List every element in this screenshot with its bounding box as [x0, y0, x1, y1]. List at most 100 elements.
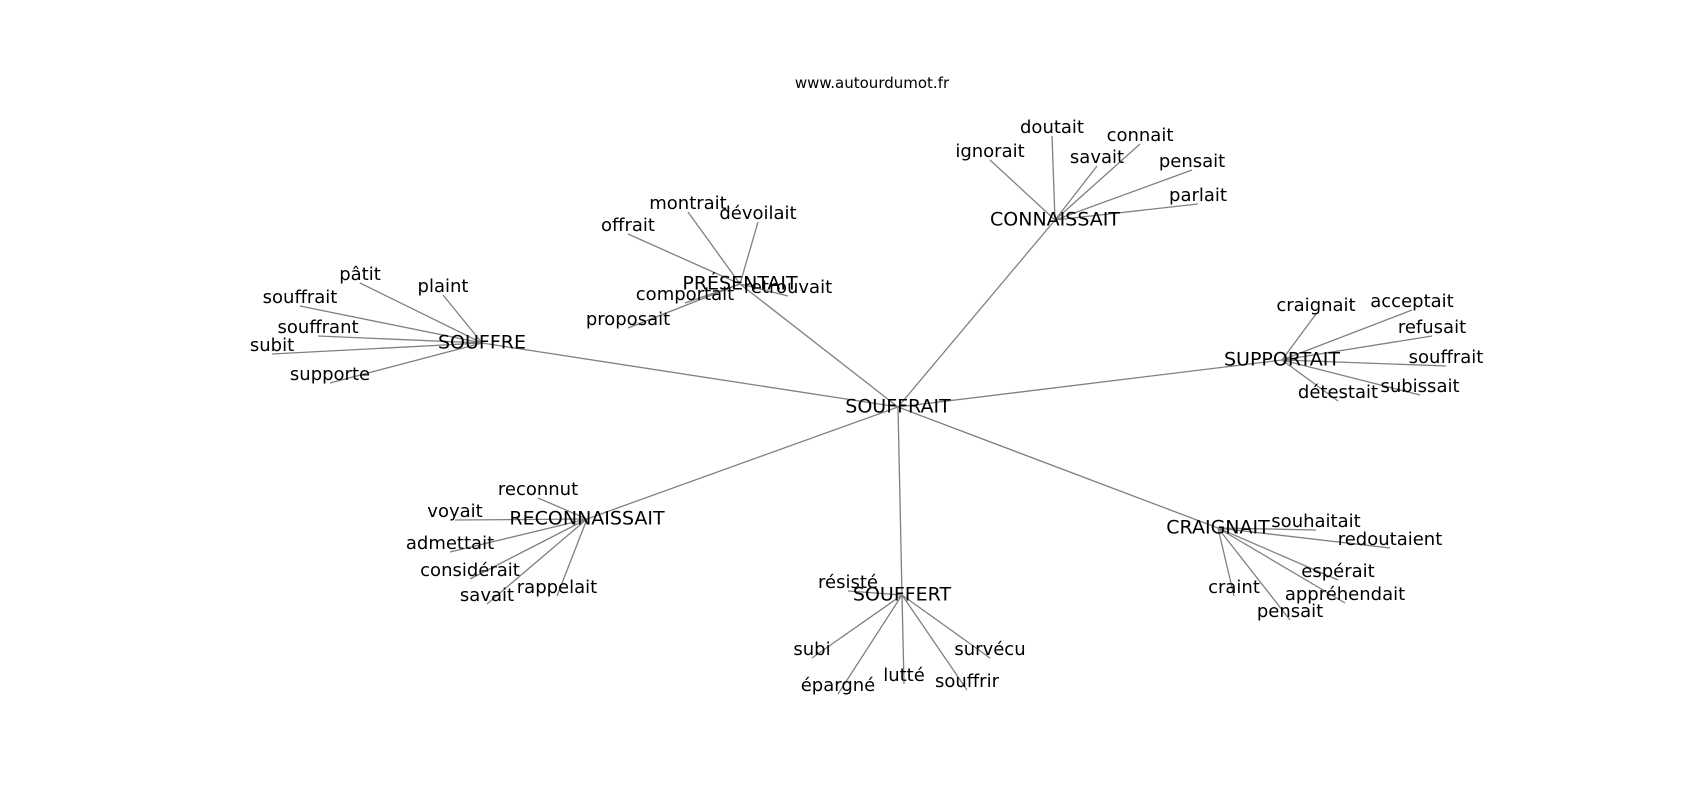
word-node[interactable]: épargné — [801, 675, 876, 696]
word-node[interactable]: acceptait — [1370, 291, 1453, 312]
word-node[interactable]: doutait — [1020, 117, 1084, 138]
hub-node-presentait[interactable]: PRÉSENTAIT — [682, 272, 798, 295]
edge-reconnaissait-2 — [449, 518, 588, 553]
word-node[interactable]: rappelait — [517, 577, 597, 598]
edge-connaissait-3 — [1054, 165, 1098, 221]
word-node[interactable]: savait — [460, 585, 514, 606]
hub-node-souffre[interactable]: SOUFFRE — [438, 332, 526, 354]
word-node[interactable]: souhaitait — [1271, 511, 1360, 532]
edge-presentait-1 — [739, 221, 759, 285]
word-node[interactable]: espérait — [1301, 561, 1374, 582]
edge-souffre-4 — [271, 342, 483, 355]
word-node[interactable]: voyait — [427, 501, 482, 522]
word-node[interactable]: craignait — [1276, 295, 1355, 316]
word-node[interactable]: plaint — [418, 276, 469, 297]
edge-craignait-0 — [1217, 527, 1317, 531]
word-node[interactable]: souffrait — [263, 287, 338, 308]
edge-supportait-3 — [1281, 359, 1447, 367]
hub-node-souffert[interactable]: SOUFFERT — [853, 584, 952, 606]
hub-node-supportait[interactable]: SUPPORTAIT — [1224, 349, 1340, 371]
edge-connaissait-5 — [1054, 203, 1199, 221]
edge-souffert-1 — [811, 594, 903, 659]
edge-center-supportait — [897, 359, 1283, 408]
edge-supportait-5 — [1281, 359, 1339, 402]
hub-node-reconnaissait[interactable]: RECONNAISSAIT — [509, 508, 665, 530]
edge-craignait-3 — [1217, 527, 1235, 597]
word-node[interactable]: résisté — [818, 572, 878, 593]
edge-reconnaissait-3 — [469, 518, 588, 580]
edge-souffre-3 — [317, 335, 483, 344]
edge-supportait-0 — [1281, 313, 1317, 361]
word-node[interactable]: redoutaient — [1338, 529, 1443, 550]
word-node[interactable]: dévoilait — [719, 203, 796, 224]
word-node[interactable]: subissait — [1380, 376, 1459, 397]
word-node[interactable]: supporte — [290, 364, 370, 385]
edge-presentait-5 — [627, 283, 741, 329]
word-node[interactable]: détestait — [1298, 382, 1378, 403]
word-node[interactable]: subi — [793, 639, 830, 660]
word-node[interactable]: pâtit — [339, 264, 381, 285]
edge-souffre-2 — [299, 305, 483, 344]
edge-center-presentait — [739, 283, 899, 408]
edge-craignait-5 — [1217, 527, 1291, 621]
word-node[interactable]: montrait — [649, 193, 727, 214]
word-node[interactable]: connait — [1107, 125, 1174, 146]
word-node[interactable]: pensait — [1159, 151, 1225, 172]
word-node[interactable]: comportait — [636, 284, 734, 305]
word-node[interactable]: subit — [250, 335, 294, 356]
edges-layer — [271, 135, 1447, 695]
edge-connaissait-4 — [1054, 169, 1193, 221]
edge-souffert-4 — [901, 594, 968, 691]
edge-craignait-2 — [1217, 527, 1339, 581]
edge-souffre-1 — [442, 294, 483, 344]
edge-connaissait-0 — [1051, 135, 1056, 221]
edge-supportait-1 — [1281, 309, 1413, 361]
edge-center-craignait — [897, 406, 1219, 529]
word-node[interactable]: lutté — [883, 665, 925, 686]
edge-reconnaissait-1 — [454, 518, 588, 521]
edge-souffert-0 — [847, 590, 903, 596]
word-node[interactable]: craint — [1208, 577, 1260, 598]
edge-souffert-5 — [901, 594, 991, 659]
word-node[interactable]: souffrir — [935, 671, 1000, 692]
edge-craignait-4 — [1217, 527, 1346, 604]
edge-supportait-4 — [1281, 359, 1421, 396]
edge-reconnaissait-4 — [486, 518, 588, 605]
word-node[interactable]: considérait — [420, 560, 520, 581]
word-node[interactable]: proposait — [586, 309, 670, 330]
edge-souffert-3 — [901, 594, 905, 685]
word-node[interactable]: retrouvait — [744, 277, 832, 298]
edge-center-connaissait — [897, 219, 1056, 408]
edge-connaissait-2 — [989, 159, 1056, 221]
edge-craignait-1 — [1217, 527, 1391, 549]
word-node[interactable]: offrait — [601, 215, 655, 236]
word-node[interactable]: pensait — [1257, 601, 1323, 622]
word-node[interactable]: souffrant — [277, 317, 358, 338]
edge-presentait-2 — [627, 233, 741, 285]
edge-center-souffre — [481, 342, 899, 408]
edge-reconnaissait-0 — [537, 497, 588, 520]
word-node[interactable]: reconnut — [498, 479, 578, 500]
word-node[interactable]: refusait — [1398, 317, 1466, 338]
edge-souffre-5 — [329, 342, 483, 384]
edge-presentait-4 — [739, 283, 789, 297]
center-node[interactable]: SOUFFRAIT — [845, 396, 951, 418]
word-node[interactable]: admettait — [406, 533, 494, 554]
edge-center-reconnaissait — [586, 406, 899, 520]
edge-supportait-2 — [1281, 335, 1433, 361]
word-node[interactable]: savait — [1070, 147, 1124, 168]
word-node[interactable]: ignorait — [955, 141, 1024, 162]
word-node[interactable]: appréhendait — [1285, 584, 1405, 605]
hub-node-craignait[interactable]: CRAIGNAIT — [1166, 517, 1270, 539]
hub-node-connaissait[interactable]: CONNAISSAIT — [990, 209, 1120, 231]
edge-presentait-0 — [687, 211, 741, 285]
edge-souffert-2 — [837, 594, 903, 695]
labels-layer: www.autourdumot.fr pâtit plaint souffrait s… — [250, 74, 1483, 696]
site-url-label: www.autourdumot.fr — [795, 74, 950, 92]
word-node[interactable]: parlait — [1169, 185, 1227, 206]
word-node[interactable]: survécu — [954, 639, 1025, 660]
word-node[interactable]: souffrait — [1409, 347, 1484, 368]
edge-reconnaissait-5 — [556, 518, 588, 597]
